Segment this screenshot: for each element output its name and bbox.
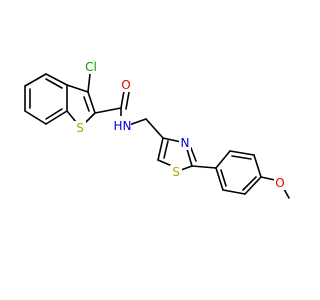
bond xyxy=(162,137,182,143)
bond xyxy=(191,165,217,169)
bond xyxy=(253,154,262,178)
carbonyl-oxygen-label: O xyxy=(121,78,130,92)
bond xyxy=(157,137,164,161)
carbonyl-oxygen-atom: O xyxy=(120,78,132,92)
bond xyxy=(66,110,77,123)
bond xyxy=(242,176,257,191)
bond-layer xyxy=(24,73,290,199)
bond xyxy=(244,176,262,195)
bond xyxy=(87,73,91,93)
bond xyxy=(24,110,47,125)
thiazole-nitrogen-atom: N xyxy=(179,136,191,150)
methoxy-oxygen-atom: O xyxy=(274,176,286,190)
bond xyxy=(157,159,173,167)
bond xyxy=(260,176,276,181)
bond xyxy=(180,165,193,171)
bond xyxy=(66,84,89,93)
bond xyxy=(45,110,68,125)
amide-hydrogen-label: H xyxy=(113,119,122,133)
bond xyxy=(45,73,68,86)
bond xyxy=(190,147,197,162)
bond xyxy=(145,118,164,139)
thiazole-nitrogen-label: N xyxy=(181,136,190,150)
bond xyxy=(94,107,122,114)
thiazole-sulfur-atom: S xyxy=(170,165,182,179)
bond xyxy=(186,148,193,167)
thiazole-sulfur-label: S xyxy=(172,165,180,179)
amide-nh-group: H N xyxy=(113,116,131,136)
bond xyxy=(215,167,224,191)
bond xyxy=(163,140,169,159)
benzothiophene-sulfur-atom: S xyxy=(74,121,86,135)
bond xyxy=(220,169,227,187)
chlorine-label: Cl xyxy=(85,60,97,74)
molecule-structure: Cl S O H N N S O xyxy=(24,60,290,199)
bond xyxy=(24,73,47,87)
bond xyxy=(45,108,63,120)
amide-nitrogen-label: N xyxy=(123,119,132,133)
bond xyxy=(231,155,252,160)
bond xyxy=(120,90,125,109)
bond xyxy=(229,150,255,156)
bond xyxy=(125,91,130,110)
bond xyxy=(83,96,90,112)
bond xyxy=(128,118,147,126)
chlorine-atom: Cl xyxy=(83,60,99,74)
benzothiophene-sulfur-label: S xyxy=(76,121,84,135)
methoxy-oxygen-label: O xyxy=(275,176,284,190)
bond xyxy=(87,91,96,114)
bond xyxy=(222,189,246,195)
bond xyxy=(283,188,290,199)
bond xyxy=(45,78,63,89)
bond xyxy=(215,150,231,169)
atom-label-layer: Cl S O H N N S O xyxy=(74,60,286,190)
